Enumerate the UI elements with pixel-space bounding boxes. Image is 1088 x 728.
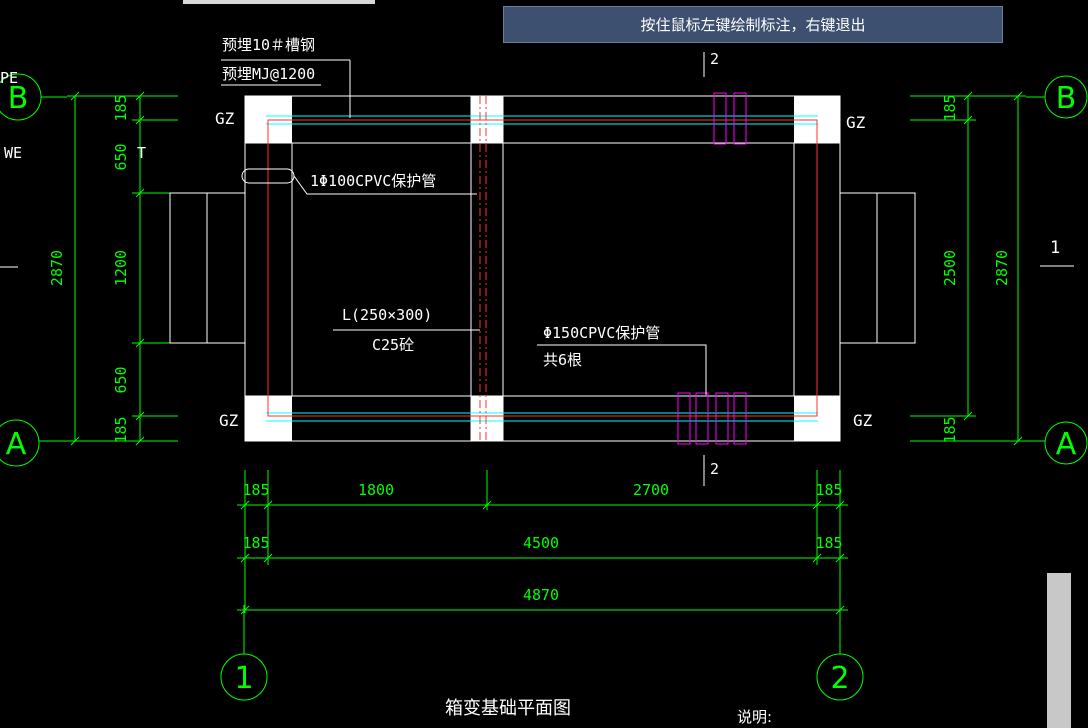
annotation-pvc150-leader [537,344,707,395]
dim-right-total: 2870 [993,250,1011,286]
annotation-steel-leader [221,59,351,118]
grid-bubble-1[interactable]: 1 [220,653,268,701]
left-entry-pad [169,192,246,344]
gz-label-top-right: GZ [846,113,866,132]
dim-bottom-row2-4500: 4500 [523,534,559,552]
grid-bubble-a-right[interactable]: A [1044,421,1088,465]
partial-label-we: WE [4,144,22,162]
scrollbar-gap [1071,573,1088,728]
gz-label-bottom-right: GZ [853,411,873,430]
gz-label-top-left: GZ [215,109,235,128]
annotation-pvc100-leader [293,175,477,195]
dim-left-1200: 1200 [112,250,130,286]
toolbar-edge-strip [183,0,375,4]
grid-label-a-left: A [6,427,27,462]
partial-label-t: T [137,144,146,162]
right-dimension-chain [910,91,1026,446]
channel-steel-lines [266,115,818,422]
dim-left-650-top: 650 [112,143,130,170]
grid-label-1: 1 [234,661,253,696]
gz-columns [245,96,840,441]
dim-bottom-row2-185-right: 185 [815,534,842,552]
pvc-pipes-top [713,92,747,145]
vertical-scrollbar-thumb[interactable] [1047,573,1071,728]
dim-left-650-bottom: 650 [112,366,130,393]
annotation-beam: L(250×300) [342,306,432,324]
partial-label-pe: PE [0,69,18,87]
annotation-steel: 预埋10＃槽钢 [222,36,315,54]
dim-right-185-top: 185 [941,94,959,121]
grid-bubble-2[interactable]: 2 [816,653,864,701]
annotation-pvc150: Φ150CPVC保护管 [543,324,660,342]
annotation-concrete: C25砼 [372,336,414,354]
dim-left-total: 2870 [48,250,66,286]
svg-text:2: 2 [710,460,719,478]
dim-bottom-row1-2700: 2700 [633,481,669,499]
grid-label-2: 2 [830,661,849,696]
grid-bubble-a-left[interactable]: A [0,419,40,467]
gz-label-bottom-left: GZ [219,411,239,430]
red-centerlines [267,96,818,441]
dim-left-185-bottom: 185 [112,416,130,443]
grid-label-b-right: B [1056,81,1077,116]
partial-label-1-right: 1 [1050,238,1060,258]
command-tooltip: 按住鼠标左键绘制标注，右键退出 [503,6,1003,43]
right-entry-pad [839,192,916,344]
dim-bottom-row1-185-left: 185 [242,481,269,499]
foundation-outline[interactable] [244,95,841,442]
annotation-pvc150-count: 共6根 [543,351,582,369]
dim-bottom-row2-185-left: 185 [242,534,269,552]
grid-label-a-right: A [1056,427,1077,462]
note-label: 说明: [737,708,772,726]
dim-bottom-row1-1800: 1800 [358,481,394,499]
dim-right-2500: 2500 [941,250,959,286]
dim-bottom-row1-185-right: 185 [815,481,842,499]
bottom-dimension-chains [237,470,848,615]
drawing-title: 箱变基础平面图 [445,698,571,719]
pvc-pipes-bottom [677,392,747,445]
dim-right-185-bottom: 185 [941,416,959,443]
svg-text:2: 2 [710,50,719,68]
grid-label-b-left: B [8,81,29,116]
section-mark-top: 2 [703,50,719,77]
tooltip-text: 按住鼠标左键绘制标注，右键退出 [640,16,866,34]
dim-left-185-top: 185 [112,94,130,121]
dim-bottom-row3-4870: 4870 [523,586,559,604]
annotation-mj: 预埋MJ@1200 [222,65,315,83]
annotation-pvc100: 1Φ100CPVC保护管 [310,172,436,190]
grid-bubble-b-right[interactable]: B [1044,75,1088,119]
section-mark-bottom: 2 [703,455,719,486]
